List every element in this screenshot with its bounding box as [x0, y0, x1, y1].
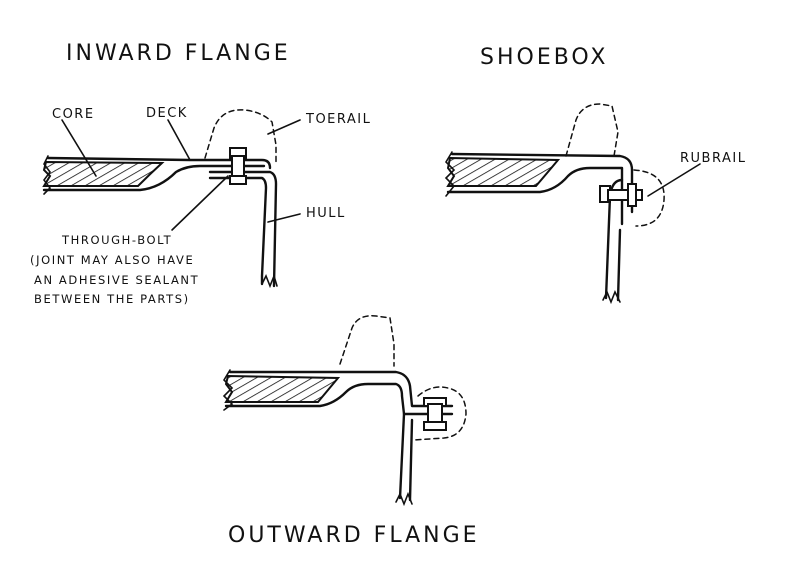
leader-toerail: [267, 119, 301, 135]
inward-core: [42, 160, 165, 187]
note-line-3: BETWEEN THE PARTS): [34, 292, 190, 306]
inward-deck: [46, 156, 272, 170]
shoebox-hull: [604, 194, 622, 302]
outward-flange-drawing: [222, 315, 467, 507]
note-line-2: AN ADHESIVE SEALANT: [34, 273, 199, 287]
outward-deck: [228, 370, 454, 408]
outward-bolt-nut-bottom: [423, 421, 447, 431]
title-outward-flange: OUTWARD FLANGE: [228, 523, 480, 548]
leader-deck: [167, 119, 191, 161]
inward-lower-skin: [42, 164, 266, 192]
inward-bolt-nut-bottom: [229, 175, 247, 185]
outward-toerail-outline: [339, 315, 395, 367]
shoebox-bolt-nut: [627, 183, 637, 207]
inward-hull-break: [261, 273, 278, 289]
label-toerail: TOERAIL: [305, 112, 371, 127]
outward-core: [224, 374, 341, 403]
shoebox-break-line: [444, 151, 456, 197]
label-hull: HULL: [306, 206, 346, 221]
leader-core: [61, 119, 97, 177]
outward-lower-skin: [224, 382, 454, 416]
outward-hull-break: [395, 491, 413, 507]
label-rubrail: RUBRAIL: [680, 151, 746, 166]
title-shoebox: SHOEBOX: [480, 45, 608, 70]
label-core: CORE: [52, 107, 95, 122]
shoebox-deck: [450, 152, 634, 214]
inward-flange-drawing: [42, 109, 278, 289]
leader-through-bolt: [171, 175, 229, 231]
shoebox-rubrail-outline: [633, 169, 665, 227]
outward-hull: [398, 412, 414, 502]
shoebox-core: [446, 156, 561, 187]
shoebox-drawing: [444, 103, 665, 305]
inward-break-line: [43, 155, 52, 195]
leader-rubrail: [647, 163, 701, 197]
outward-rubrail-outline: [413, 386, 467, 441]
inward-toerail-outline: [204, 109, 277, 166]
title-inward-flange: INWARD FLANGE: [66, 41, 291, 66]
shoebox-toerail-outline: [565, 103, 619, 157]
label-deck: DECK: [146, 106, 188, 121]
outward-break-line: [222, 369, 234, 411]
shoebox-hull-break: [602, 290, 621, 305]
note-line-1: (JOINT MAY ALSO HAVE: [30, 253, 194, 267]
shoebox-lower-skin: [446, 166, 624, 226]
label-through-bolt: THROUGH-BOLT: [61, 233, 172, 247]
inward-hull: [208, 170, 278, 288]
shoebox-bolt-shank: [607, 189, 643, 201]
leader-hull: [267, 213, 301, 223]
